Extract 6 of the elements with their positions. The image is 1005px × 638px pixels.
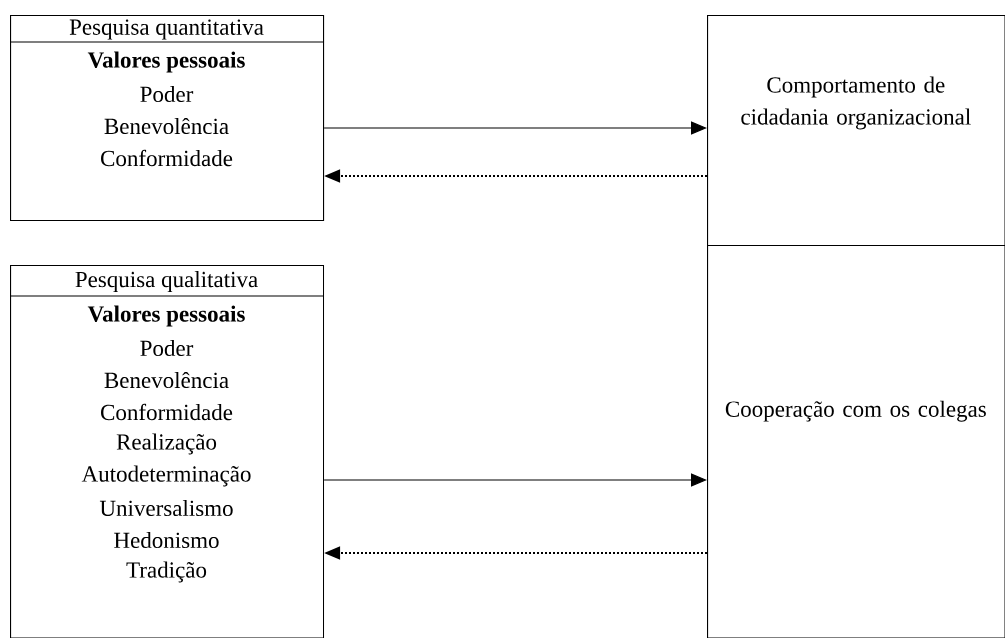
box: Pesquisa qualitativa Valores pessoais Poder Benevolência Conformidade Realização Autodeterminação Universalismo Hedonismo Tradição: [9, 265, 325, 638]
box: Pesquisa quantitativa Valores pessoais Poder Benevolência Conformidade: [9, 15, 325, 222]
arrow: [323, 121, 707, 135]
arrow: [323, 473, 707, 487]
box: Cooperação com os colegas: [707, 245, 1005, 638]
box: Comportamento de cidadania organizacional: [707, 15, 1005, 247]
